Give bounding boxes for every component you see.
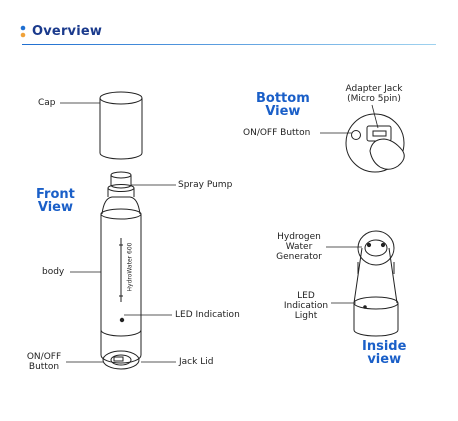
adapter-jack-label: Adapter Jack(Micro 5pin): [345, 84, 403, 104]
header-underline: [22, 44, 436, 46]
bullet-icon: [20, 25, 26, 37]
jack-lid-label: Jack Lid: [179, 357, 214, 367]
section-title: Overview: [32, 24, 103, 39]
bottom-view-drawing: [345, 113, 405, 173]
inside-view-drawing: [353, 230, 399, 337]
hydrogen-water-generator-label: Hydrogen Water Generator: [276, 232, 322, 262]
body-drawing: [100, 208, 142, 370]
on-off-button-bottom-label: ON/OFF Button: [243, 128, 311, 138]
spray-pump-drawing: [101, 171, 141, 215]
body-label: body: [42, 267, 65, 277]
bottle-brand-text: HydroWater 600: [126, 242, 134, 292]
section-header: Overview: [20, 24, 102, 39]
led-indication-light-label: LED Indication Light: [283, 291, 329, 321]
cap-drawing: [99, 91, 143, 160]
cap-label: Cap: [38, 98, 56, 108]
spray-pump-label: Spray Pump: [178, 180, 233, 190]
led-indication-label: LED Indication: [175, 310, 240, 320]
